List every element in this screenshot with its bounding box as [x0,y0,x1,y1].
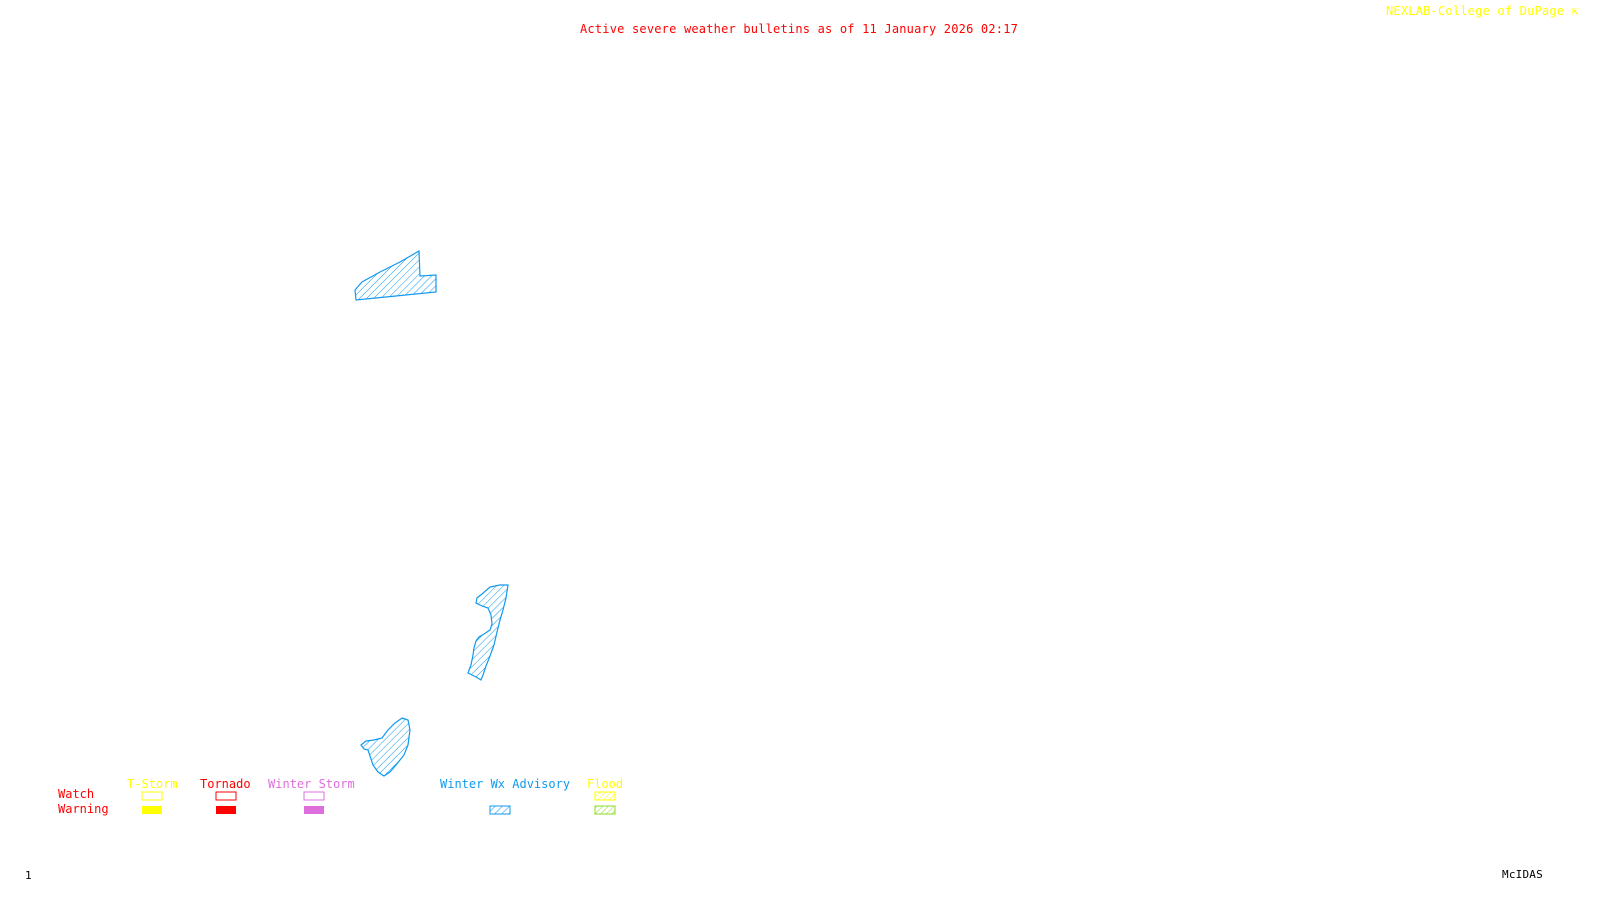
legend-winter-storm-watch-swatch [303,791,325,801]
frame-number: 1 [25,869,32,882]
legend-tstorm-label: T-Storm [127,777,178,791]
software-label: McIDAS [1502,868,1543,881]
legend-flood-watch-swatch [594,791,616,801]
legend-winter-wx-advisory-swatch [489,805,511,815]
legend-tornado-label: Tornado [200,777,251,791]
legend-winter-wx-advisory-label: Winter Wx Advisory [440,777,571,791]
legend-tstorm-warning-swatch [142,806,162,814]
legend-tornado-watch-swatch [215,791,237,801]
advisory-area-northwest[interactable] [354,249,437,301]
legend-row-watch: Watch [58,787,95,801]
advisory-area-southwest[interactable] [360,717,411,777]
legend-flood-label: Flood [587,777,624,791]
legend-winter-storm-label: Winter Storm [268,777,355,791]
map-title: Active severe weather bulletins as of 11… [580,22,1019,36]
advisory-area-coastal-central[interactable] [467,584,509,681]
credit-label: NEXLAB-College of DuPage ⇱ [1386,5,1579,17]
legend-winter-storm-warning-swatch [304,806,324,814]
legend-tornado-warning-swatch [216,806,236,814]
cursor-icon: ⇱ [1564,4,1580,18]
legend-flood-warning-swatch [594,805,616,815]
legend-tstorm-watch-swatch [141,791,163,801]
legend-row-warning: Warning [58,802,109,816]
credit-text: NEXLAB-College of DuPage [1386,4,1565,18]
